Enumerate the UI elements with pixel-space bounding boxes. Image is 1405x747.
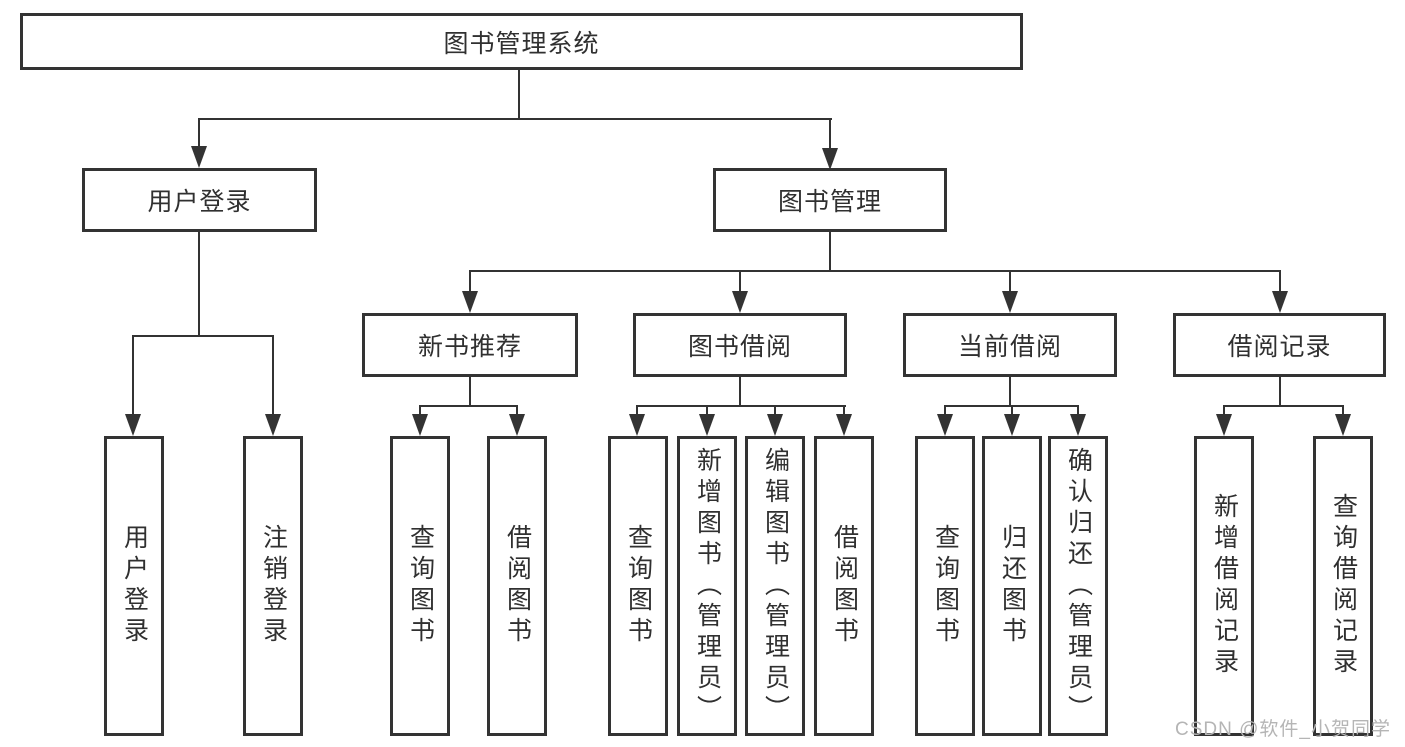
connector-drop-bb-borrow	[843, 405, 845, 417]
connector-drop-current-borrow	[1009, 270, 1011, 293]
connector-drop-cb-confirm	[1077, 405, 1079, 417]
node-library-management-system: 图书管理系统	[20, 13, 1023, 70]
leaf-borrow-query-books: 查询图书	[608, 436, 668, 736]
connector-drop-bb-edit	[774, 405, 776, 417]
connector-drop-borrow-records	[1279, 270, 1281, 293]
connector-borrow-records-hline	[1223, 405, 1344, 407]
arrowhead-book-management	[822, 148, 838, 170]
connector-drop-br-add	[1223, 405, 1225, 417]
arrowhead-new-book	[462, 291, 478, 313]
arrowhead-nb-borrow	[509, 414, 525, 436]
arrowhead-bb-borrow	[836, 414, 852, 436]
node-book-management: 图书管理	[713, 168, 947, 232]
connector-new-book-stem	[469, 377, 471, 407]
connector-current-borrow-stem	[1009, 377, 1011, 407]
arrowhead-bb-edit	[767, 414, 783, 436]
leaf-records-query-record: 查询借阅记录	[1313, 436, 1373, 736]
connector-drop-cb-return	[1011, 405, 1013, 417]
arrowhead-user-login	[191, 146, 207, 168]
connector-level3-hline	[469, 270, 1281, 272]
connector-drop-leaf-logout	[272, 335, 274, 416]
connector-drop-cb-query	[944, 405, 946, 417]
connector-drop-nb-borrow	[516, 405, 518, 417]
arrowhead-leaf-logout	[265, 414, 281, 436]
arrowhead-nb-query	[412, 414, 428, 436]
arrowhead-bb-add	[699, 414, 715, 436]
leaf-current-query-books: 查询图书	[915, 436, 975, 736]
connector-drop-user-login	[198, 118, 200, 148]
connector-drop-nb-query	[419, 405, 421, 417]
leaf-newbook-borrow-books: 借阅图书	[487, 436, 547, 736]
arrowhead-borrow-records	[1272, 291, 1288, 313]
connector-drop-br-query	[1342, 405, 1344, 417]
connector-drop-bb-query	[636, 405, 638, 417]
arrowhead-leaf-login	[125, 414, 141, 436]
node-borrow-records: 借阅记录	[1173, 313, 1386, 377]
arrowhead-br-query	[1335, 414, 1351, 436]
leaf-user-login: 用户登录	[104, 436, 164, 736]
connector-root-stem	[518, 70, 520, 120]
node-new-book-recommend: 新书推荐	[362, 313, 578, 377]
leaf-current-confirm-return-admin: 确认归还（管理员）	[1048, 436, 1108, 736]
leaf-borrow-edit-books-admin: 编辑图书（管理员）	[745, 436, 805, 736]
node-current-borrow: 当前借阅	[903, 313, 1117, 377]
connector-drop-bb-add	[706, 405, 708, 417]
connector-drop-leaf-login	[132, 335, 134, 416]
connector-user-login-stem	[198, 232, 200, 337]
arrowhead-current-borrow	[1002, 291, 1018, 313]
leaf-current-return-books: 归还图书	[982, 436, 1042, 736]
connector-book-management-stem	[829, 232, 831, 272]
connector-book-borrow-hline	[636, 405, 846, 407]
node-book-borrow: 图书借阅	[633, 313, 847, 377]
connector-new-book-hline	[419, 405, 518, 407]
leaf-borrow-borrow-books: 借阅图书	[814, 436, 874, 736]
arrowhead-book-borrow	[732, 291, 748, 313]
arrowhead-br-add	[1216, 414, 1232, 436]
arrowhead-bb-query	[629, 414, 645, 436]
arrowhead-cb-return	[1004, 414, 1020, 436]
connector-borrow-records-stem	[1279, 377, 1281, 407]
leaf-logout: 注销登录	[243, 436, 303, 736]
arrowhead-cb-query	[937, 414, 953, 436]
connector-drop-new-book	[469, 270, 471, 293]
leaf-records-add-record: 新增借阅记录	[1194, 436, 1254, 736]
leaf-newbook-query-books: 查询图书	[390, 436, 450, 736]
node-user-login: 用户登录	[82, 168, 317, 232]
connector-level2-hline	[198, 118, 832, 120]
leaf-borrow-add-books-admin: 新增图书（管理员）	[677, 436, 737, 736]
connector-user-login-hline	[132, 335, 274, 337]
connector-drop-book-management	[829, 118, 831, 150]
connector-drop-book-borrow	[739, 270, 741, 293]
arrowhead-cb-confirm	[1070, 414, 1086, 436]
csdn-watermark: CSDN @软件_小贺同学	[1175, 719, 1391, 740]
connector-book-borrow-stem	[739, 377, 741, 407]
